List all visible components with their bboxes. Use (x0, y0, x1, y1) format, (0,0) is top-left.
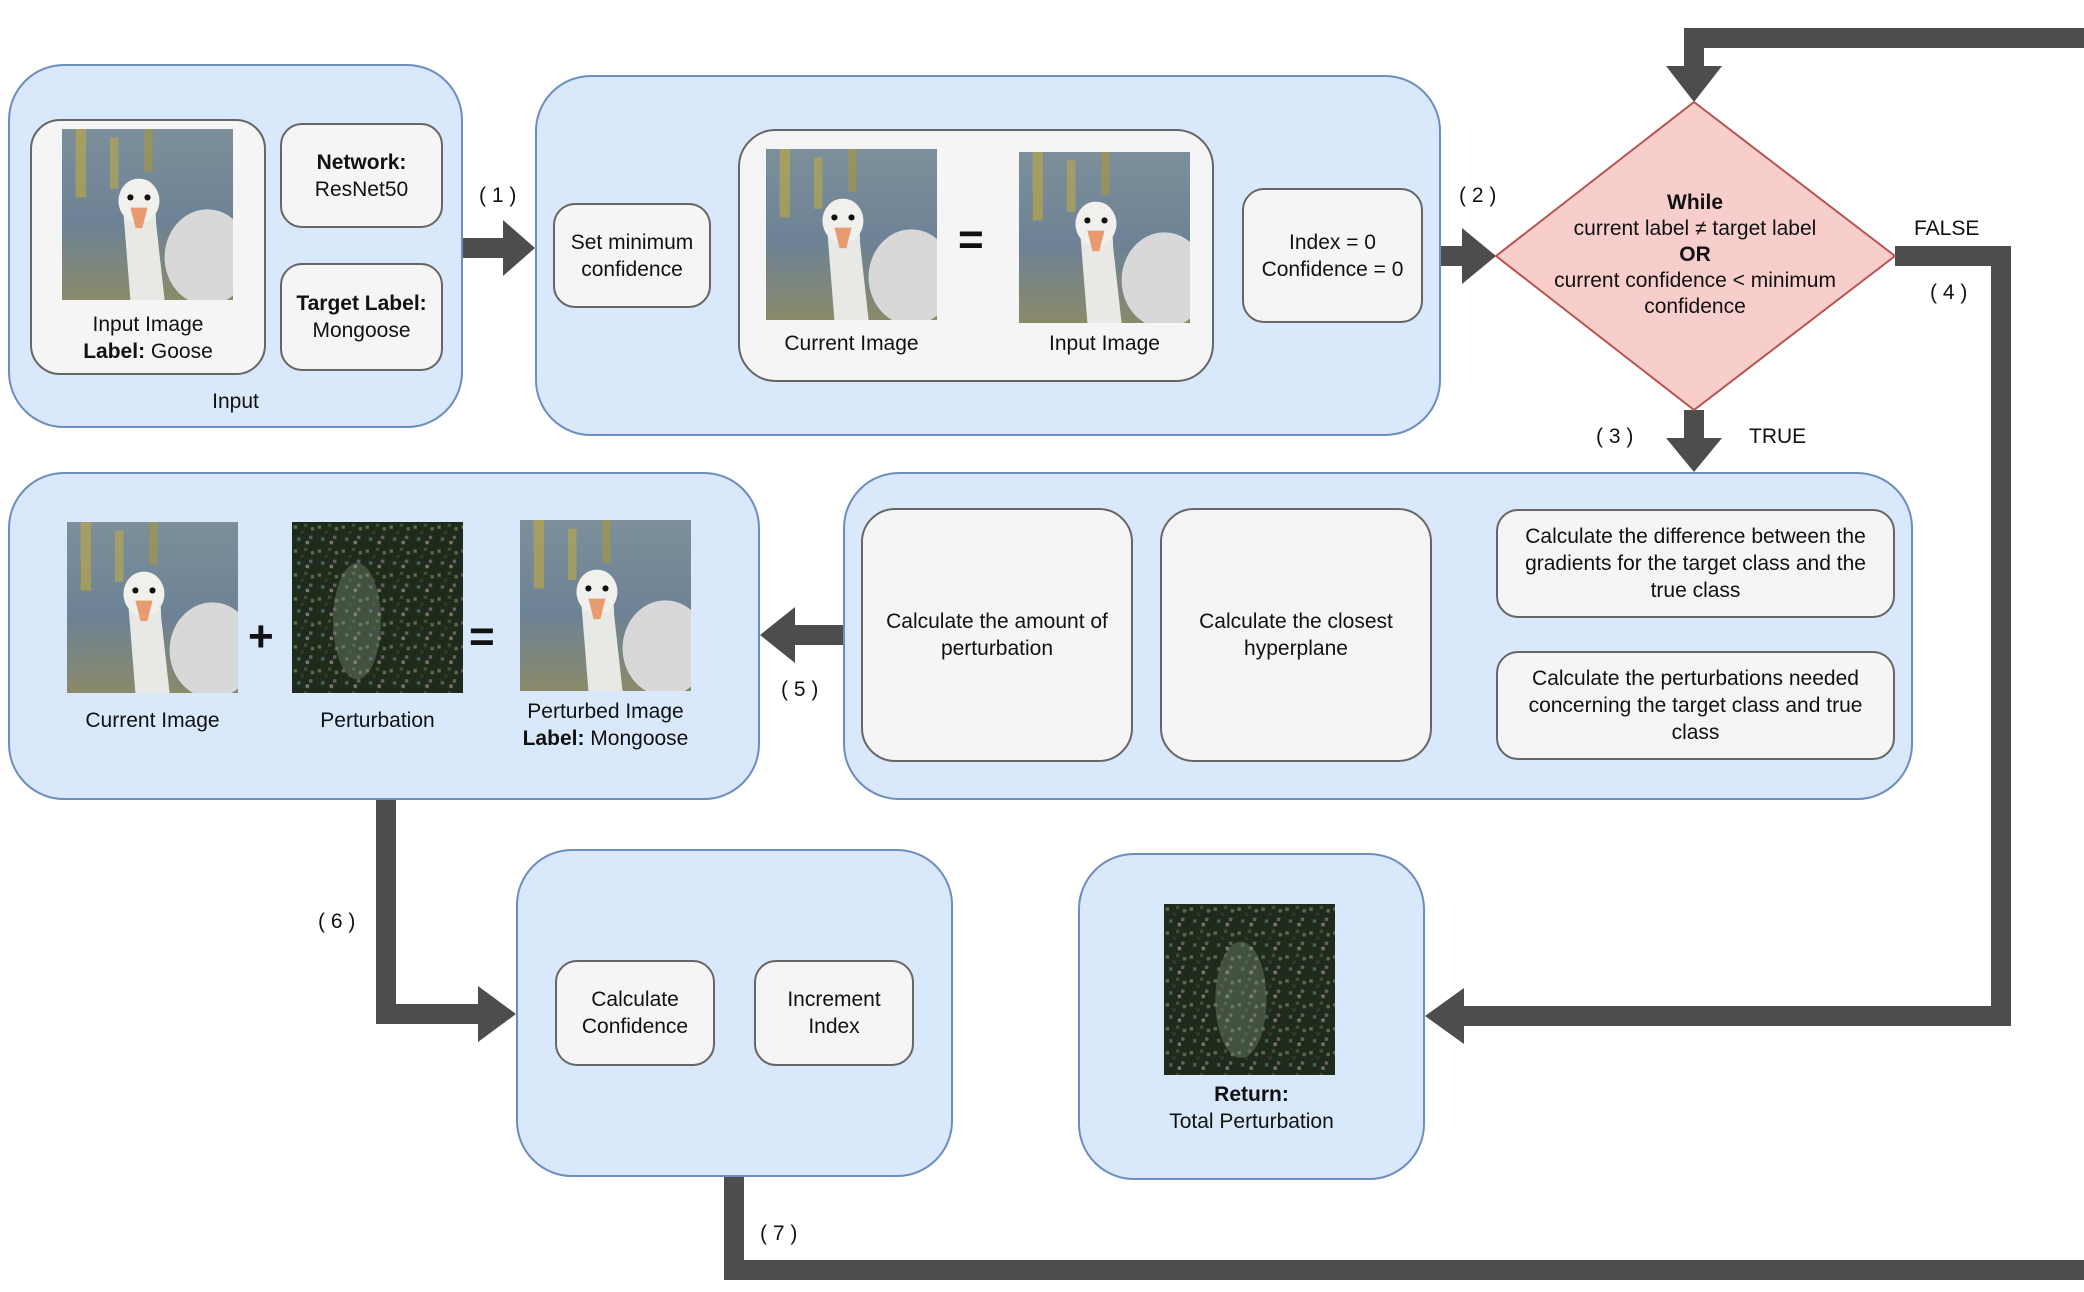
step-4-label: ( 4 ) (1930, 281, 1968, 304)
input-image-caption: Input Image (1049, 332, 1160, 355)
step-7-label: ( 7 ) (760, 1222, 798, 1245)
arrow-7-shaft-a (724, 1176, 744, 1280)
increment-index-box: Increment Index (754, 960, 914, 1066)
arrow-5-shaft (795, 625, 843, 645)
arrow-4-shaft-b (1991, 246, 2011, 1026)
step-5-label: ( 5 ) (781, 678, 819, 701)
while-condition-text: While current label ≠ target label OR cu… (1554, 191, 1836, 318)
input-panel-label: Input (212, 390, 259, 413)
arrow-6-head (478, 986, 516, 1042)
step-3-label: ( 3 ) (1596, 425, 1634, 448)
perturbed-image-caption: Perturbed Image Label: Mongoose (522, 700, 689, 750)
network-box: Network: ResNet50 (280, 123, 443, 228)
current-image-caption-apply: Current Image (85, 709, 220, 732)
set-min-confidence-box: Set minimum confidence (553, 203, 711, 308)
false-branch-label: FALSE (1914, 217, 1980, 240)
current-image-caption: Current Image (784, 332, 919, 355)
return-caption: Return: Total Perturbation (1169, 1083, 1334, 1133)
current-image (766, 149, 937, 320)
arrow-2-head (1462, 228, 1496, 284)
arrow-1-shaft (463, 238, 505, 258)
input-image-copy (1019, 152, 1190, 323)
gradient-difference-box: Calculate the difference between the gra… (1496, 509, 1895, 618)
arrow-5-head (760, 607, 795, 663)
equals-sign: = (958, 215, 984, 264)
target-label-box: Target Label: Mongoose (280, 263, 443, 371)
calculate-confidence-box: Calculate Confidence (555, 960, 715, 1066)
arrow-4-shaft-c (1462, 1006, 2011, 1026)
step-6-label: ( 6 ) (318, 910, 356, 933)
equals-sign-apply: = (469, 612, 495, 661)
arrow-3-head (1666, 438, 1722, 472)
step-2-label: ( 2 ) (1459, 184, 1497, 207)
true-branch-label: TRUE (1749, 425, 1807, 448)
perturbation-caption: Perturbation (320, 709, 435, 732)
goose-image (62, 129, 233, 300)
input-image-label: Label: Goose (83, 340, 213, 363)
arrow-4-shaft-a (1895, 246, 2011, 266)
current-image-apply (67, 522, 238, 693)
step-1-label: ( 1 ) (479, 184, 517, 207)
perturbation-image (292, 522, 463, 693)
arrow-3-shaft (1684, 410, 1704, 442)
arrow-4-head (1425, 988, 1464, 1044)
closest-hyperplane-box: Calculate the closest hyperplane (1160, 508, 1432, 762)
while-decision-diamond (1494, 100, 1897, 412)
arrow-7-head (1666, 66, 1722, 102)
plus-sign: + (248, 612, 274, 661)
amount-perturbation-box: Calculate the amount of perturbation (861, 508, 1133, 762)
index-confidence-box: Index = 0 Confidence = 0 (1242, 188, 1423, 323)
arrow-1-head (503, 220, 535, 276)
arrow-6-shaft-h (376, 1004, 480, 1024)
total-perturbation-image (1164, 904, 1335, 1075)
arrow-7-shaft-b (724, 1260, 2084, 1280)
arrow-2-shaft (1440, 246, 1466, 266)
perturbations-needed-box: Calculate the perturbations needed conce… (1496, 651, 1895, 760)
arrow-7-shaft-top (1684, 28, 2084, 48)
arrow-6-shaft-v (376, 800, 396, 1024)
input-image-caption: Input Image (92, 313, 204, 336)
perturbed-image (520, 520, 691, 691)
